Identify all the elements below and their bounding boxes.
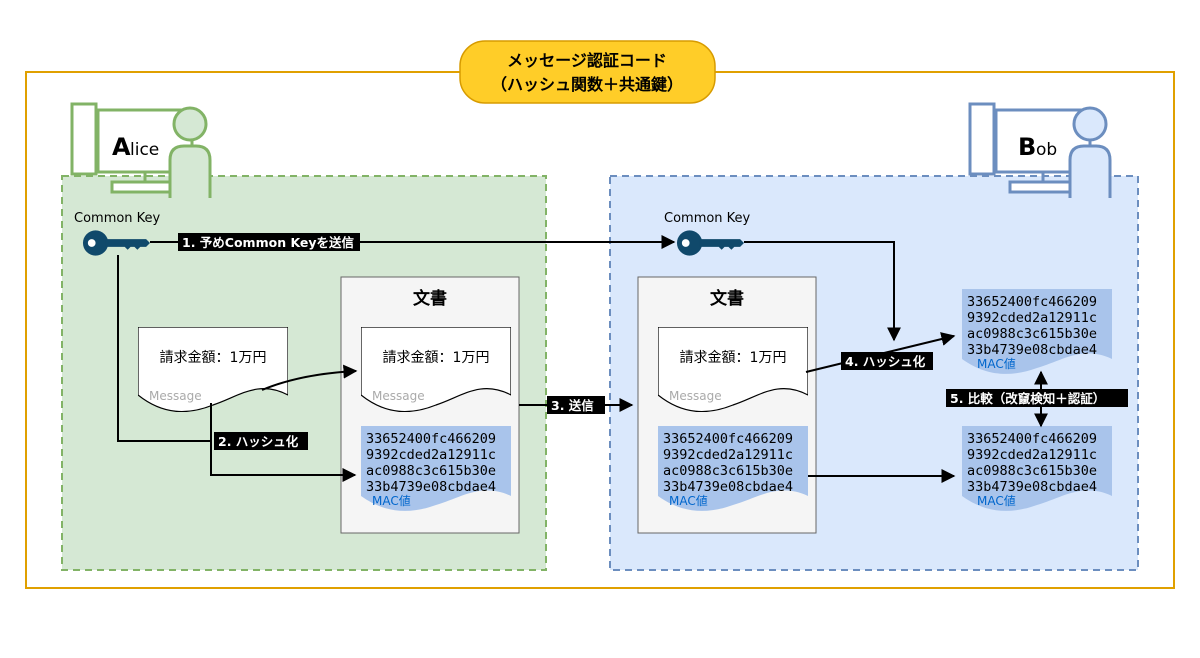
bob-document-title: 文書 bbox=[710, 288, 744, 309]
message-text: 請求金額：1万円 bbox=[680, 350, 787, 366]
mac-line: 9392cded2a12911c bbox=[366, 447, 496, 463]
original-message: 請求金額：1万円 Message bbox=[138, 327, 288, 412]
mac-line: 9392cded2a12911c bbox=[967, 447, 1097, 463]
mac-line: 33652400fc466209 bbox=[663, 431, 793, 447]
mac-line: 33b4739e08cbdae4 bbox=[967, 342, 1097, 358]
step1-label: 1. 予めCommon Keyを送信 bbox=[178, 233, 360, 251]
mac-line: ac0988c3c615b30e bbox=[967, 463, 1097, 479]
mac-caption: MAC値 bbox=[977, 493, 1016, 508]
alice-key-label: Common Key bbox=[74, 211, 161, 226]
bob-computed-mac-block: 33652400fc466209 9392cded2a12911c ac0988… bbox=[962, 289, 1112, 374]
mac-line: 9392cded2a12911c bbox=[663, 447, 793, 463]
mac-caption: MAC値 bbox=[669, 493, 708, 508]
mac-line: ac0988c3c615b30e bbox=[366, 463, 496, 479]
arrow-message-to-doc bbox=[261, 364, 358, 391]
mac-caption: MAC値 bbox=[372, 493, 411, 508]
alice-mac-block: 33652400fc466209 9392cded2a12911c ac0988… bbox=[361, 426, 511, 511]
mac-line: 33b4739e08cbdae4 bbox=[663, 479, 793, 495]
message-caption: Message bbox=[372, 389, 425, 403]
svg-text:4. ハッシュ化: 4. ハッシュ化 bbox=[845, 354, 926, 369]
mac-caption: MAC値 bbox=[977, 356, 1016, 371]
mac-line: 33b4739e08cbdae4 bbox=[366, 479, 496, 495]
alice-label: A lice bbox=[112, 133, 159, 161]
mac-line: ac0988c3c615b30e bbox=[967, 326, 1097, 342]
bob-key-label: Common Key bbox=[664, 211, 751, 226]
line-alice-key-down bbox=[117, 255, 211, 442]
bob-received-mac-block: 33652400fc466209 9392cded2a12911c ac0988… bbox=[962, 426, 1112, 511]
step3-label: 3. 送信 bbox=[547, 396, 605, 414]
bob-computer-icon bbox=[968, 102, 1112, 198]
bob-label: B ob bbox=[1018, 133, 1057, 161]
svg-text:2. ハッシュ化: 2. ハッシュ化 bbox=[218, 434, 299, 449]
message-caption: Message bbox=[149, 389, 202, 403]
message-caption: Message bbox=[669, 389, 722, 403]
alice-doc-message: 請求金額：1万円 Message bbox=[361, 327, 511, 412]
alice-document-title: 文書 bbox=[413, 288, 447, 309]
mac-line: 9392cded2a12911c bbox=[967, 310, 1097, 326]
arrow-bob-key-to-mac bbox=[744, 241, 901, 342]
mac-line: 33b4739e08cbdae4 bbox=[967, 479, 1097, 495]
bob-doc-message: 請求金額：1万円 Message bbox=[658, 327, 808, 412]
connectors bbox=[117, 235, 1048, 483]
alice-computer-icon bbox=[70, 102, 212, 198]
svg-text:5. 比較（改竄検知＋認証）: 5. 比較（改竄検知＋認証） bbox=[950, 391, 1105, 406]
title-badge: メッセージ認証コード （ハッシュ関数＋共通鍵） bbox=[459, 40, 716, 104]
title-line1: メッセージ認証コード bbox=[507, 51, 667, 70]
svg-text:1. 予めCommon Keyを送信: 1. 予めCommon Keyを送信 bbox=[182, 235, 355, 250]
step2-label: 2. ハッシュ化 bbox=[214, 432, 308, 450]
mac-line: 33652400fc466209 bbox=[967, 431, 1097, 447]
arrow-hash-to-mac bbox=[210, 403, 357, 482]
message-text: 請求金額：1万円 bbox=[160, 350, 267, 366]
message-text: 請求金額：1万円 bbox=[383, 350, 490, 366]
title-line2: （ハッシュ関数＋共通鍵） bbox=[491, 75, 683, 94]
mac-line: 33652400fc466209 bbox=[967, 294, 1097, 310]
step5-label: 5. 比較（改竄検知＋認証） bbox=[946, 389, 1128, 407]
svg-text:A: A bbox=[112, 133, 131, 161]
svg-text:ob: ob bbox=[1036, 140, 1057, 160]
svg-text:B: B bbox=[1018, 133, 1036, 161]
mac-line: 33652400fc466209 bbox=[366, 431, 496, 447]
svg-text:lice: lice bbox=[130, 140, 159, 160]
svg-text:3. 送信: 3. 送信 bbox=[551, 398, 594, 413]
bob-doc-mac-block: 33652400fc466209 9392cded2a12911c ac0988… bbox=[658, 426, 808, 511]
step4-label: 4. ハッシュ化 bbox=[841, 352, 933, 370]
mac-line: ac0988c3c615b30e bbox=[663, 463, 793, 479]
